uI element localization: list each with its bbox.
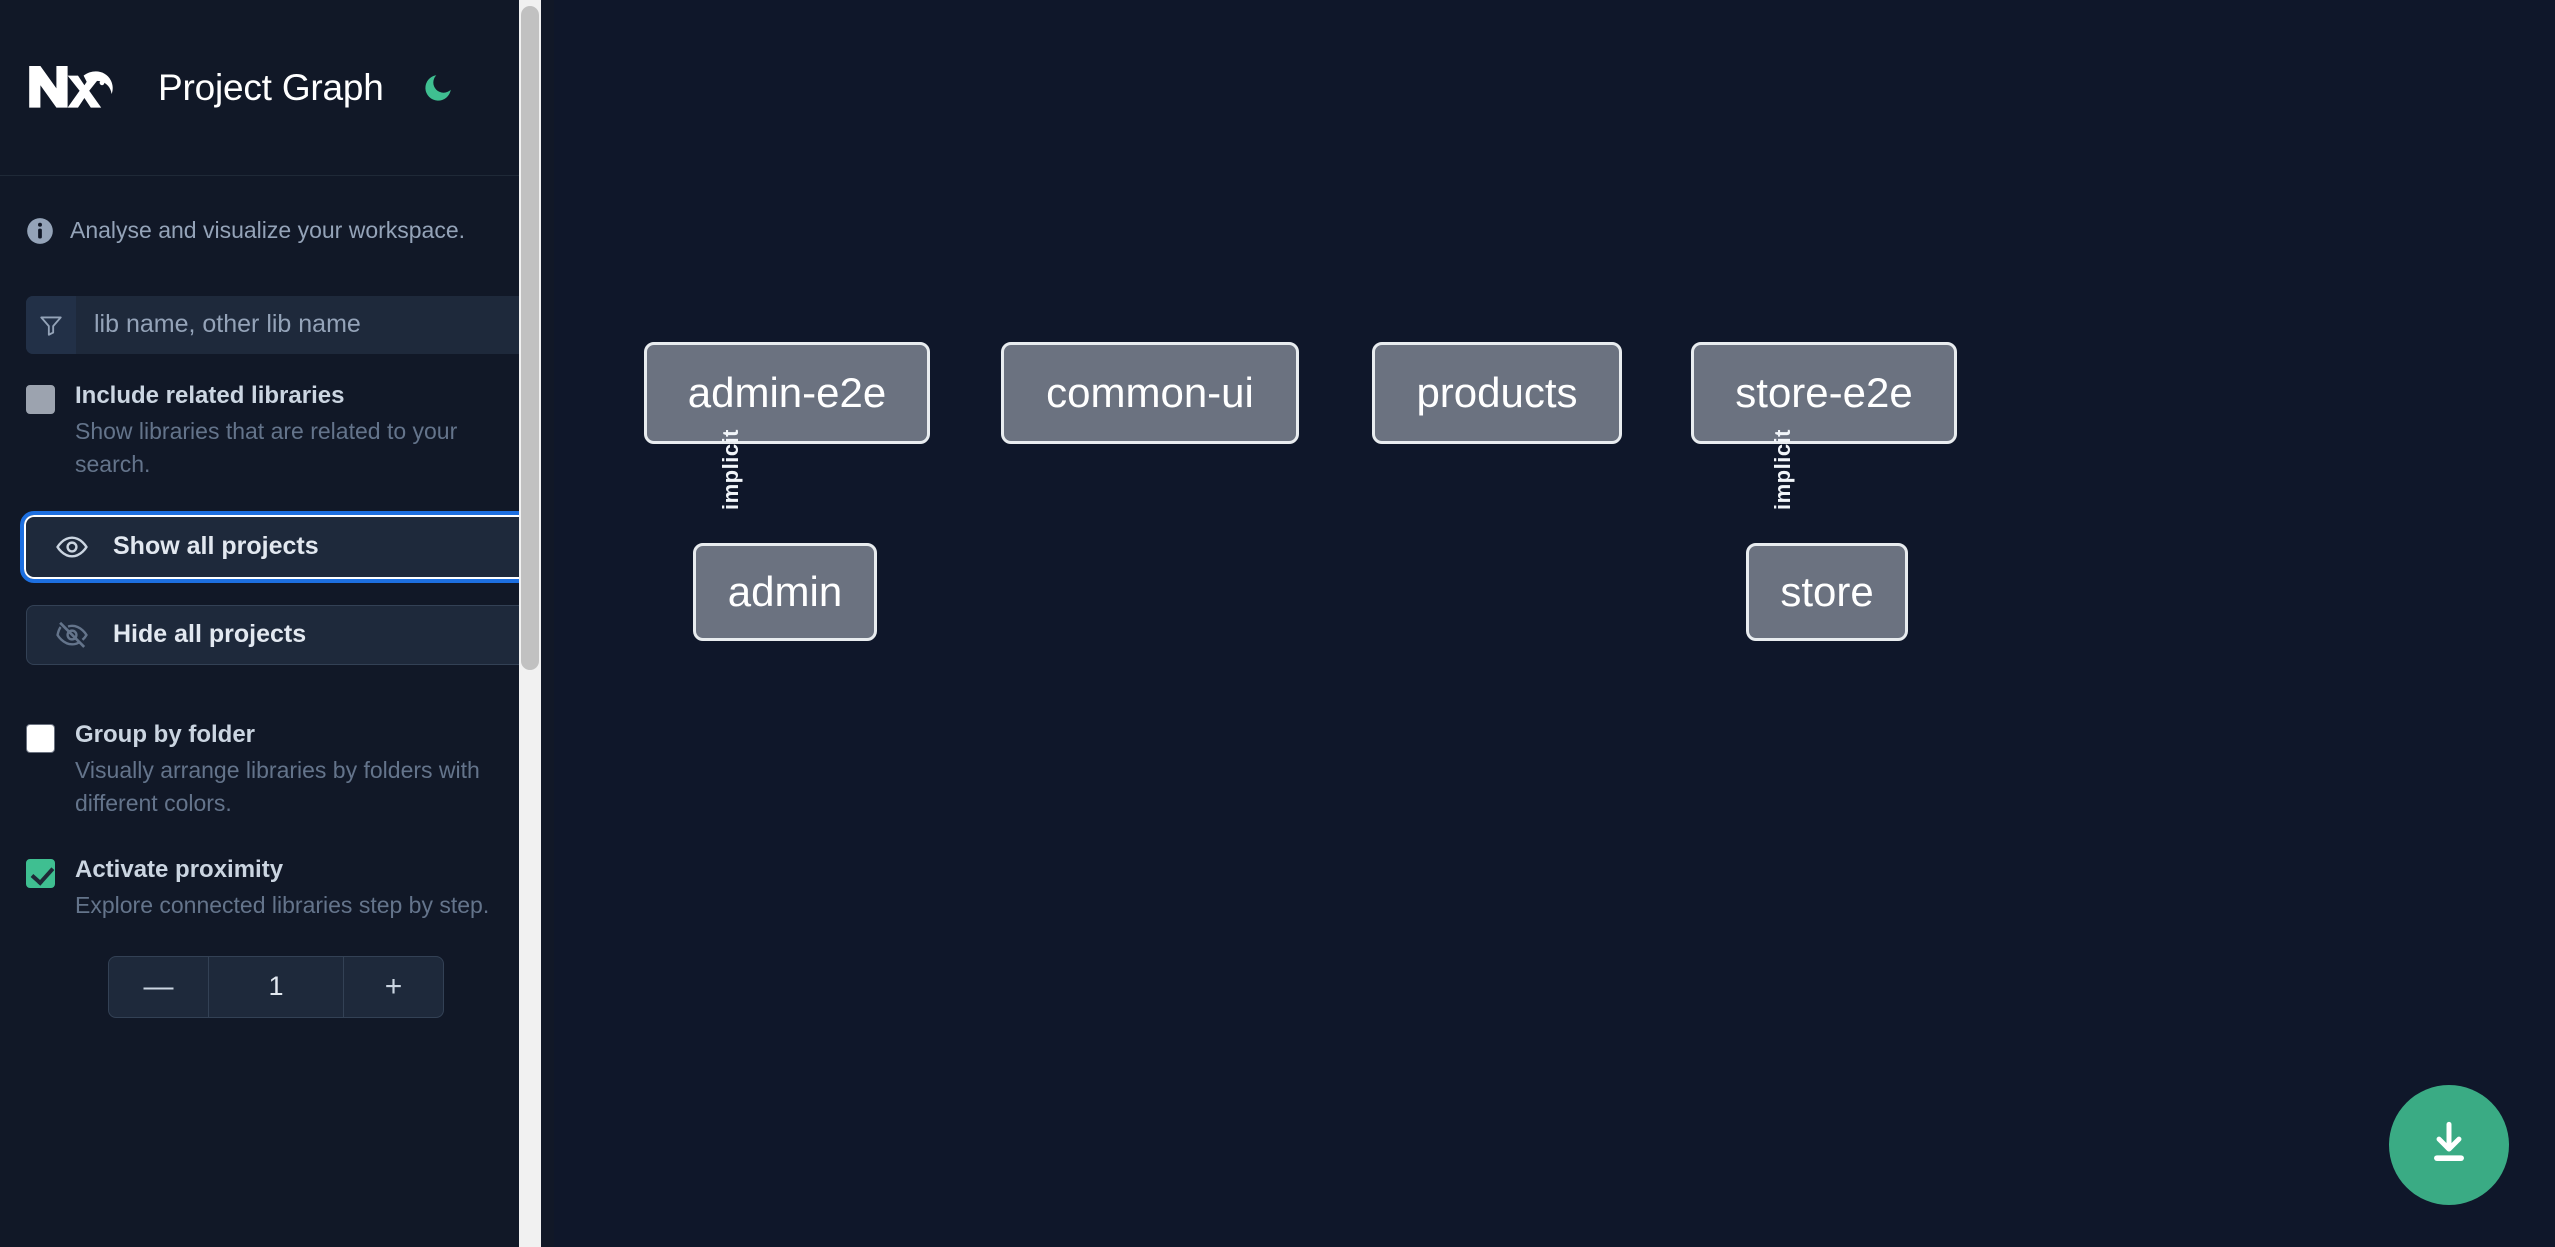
show-all-projects-button[interactable]: Show all projects (20, 510, 534, 583)
graph-node-label: common-ui (1046, 369, 1254, 416)
spacer (26, 665, 528, 693)
graph-node-common-ui[interactable]: common-ui (1001, 342, 1299, 444)
graph-node-store[interactable]: store (1746, 543, 1908, 641)
workspace-info-text: Analyse and visualize your workspace. (70, 217, 466, 243)
graph-node-admin[interactable]: admin (693, 543, 877, 641)
moon-icon[interactable] (418, 68, 458, 108)
graph-canvas[interactable]: admin-e2e common-ui products store-e2e a… (554, 0, 2555, 1247)
nx-logo-icon (26, 58, 122, 118)
graph-node-products[interactable]: products (1372, 342, 1622, 444)
edge-label-store-e2e-to-store: implicit (1770, 428, 1795, 510)
proximity-stepper: — 1 + (108, 955, 444, 1018)
sidebar-header: Project Graph (0, 0, 554, 176)
graph-node-label: admin-e2e (687, 369, 887, 416)
proximity-decrement-button[interactable]: — (109, 956, 209, 1017)
edge-label-admin-e2e-to-admin: implicit (718, 428, 743, 510)
activate-proximity-checkbox[interactable] (26, 858, 55, 888)
graph-node-store-e2e[interactable]: store-e2e (1691, 342, 1957, 444)
include-related-libraries-checkbox[interactable] (26, 384, 55, 414)
sidebar: Project Graph Analyse and visualize your… (0, 0, 554, 1247)
graph-node-label: store-e2e (1735, 369, 1913, 416)
eye-icon (55, 530, 89, 564)
activate-proximity-label: Activate proximity (75, 855, 284, 883)
sidebar-scrollbar-thumb[interactable] (521, 6, 539, 670)
funnel-icon (26, 295, 76, 354)
include-related-libraries-label: Include related libraries (75, 381, 345, 409)
proximity-value: 1 (268, 971, 284, 1002)
hide-all-projects-button[interactable]: Hide all projects (26, 604, 528, 665)
download-icon (2423, 1117, 2475, 1174)
group-by-folder-checkbox[interactable] (26, 723, 55, 753)
filter-field[interactable] (26, 295, 528, 354)
sidebar-scrollbar[interactable] (519, 0, 541, 1247)
activate-proximity-description: Explore connected libraries step by step… (75, 892, 490, 919)
graph-node-label: admin (727, 568, 843, 615)
show-all-projects-label: Show all projects (113, 532, 319, 561)
graph-node-label: store (1780, 568, 1874, 615)
spacer (26, 481, 528, 517)
options-block: Include related libraries Show libraries… (0, 382, 554, 1018)
page-title: Project Graph (158, 66, 384, 108)
eye-off-icon (55, 618, 89, 652)
sidebar-gutter (541, 0, 554, 1247)
group-by-folder-description: Visually arrange libraries by folders wi… (75, 757, 480, 817)
graph-node-label: products (1416, 369, 1578, 416)
option-activate-proximity[interactable]: Activate proximity Explore connected lib… (26, 856, 528, 922)
info-icon (26, 217, 54, 245)
hide-all-projects-label: Hide all projects (113, 620, 307, 649)
include-related-libraries-description: Show libraries that are related to your … (75, 418, 458, 478)
option-include-related-libraries[interactable]: Include related libraries Show libraries… (26, 382, 528, 481)
proximity-increment-button[interactable]: + (343, 956, 443, 1017)
spacer (26, 577, 528, 605)
graph-node-admin-e2e[interactable]: admin-e2e (644, 342, 930, 444)
option-group-by-folder[interactable]: Group by folder Visually arrange librari… (26, 721, 528, 820)
group-by-folder-label: Group by folder (75, 720, 255, 748)
search-input[interactable] (76, 295, 528, 354)
download-button[interactable] (2389, 1085, 2509, 1205)
workspace-info: Analyse and visualize your workspace. (0, 176, 554, 246)
